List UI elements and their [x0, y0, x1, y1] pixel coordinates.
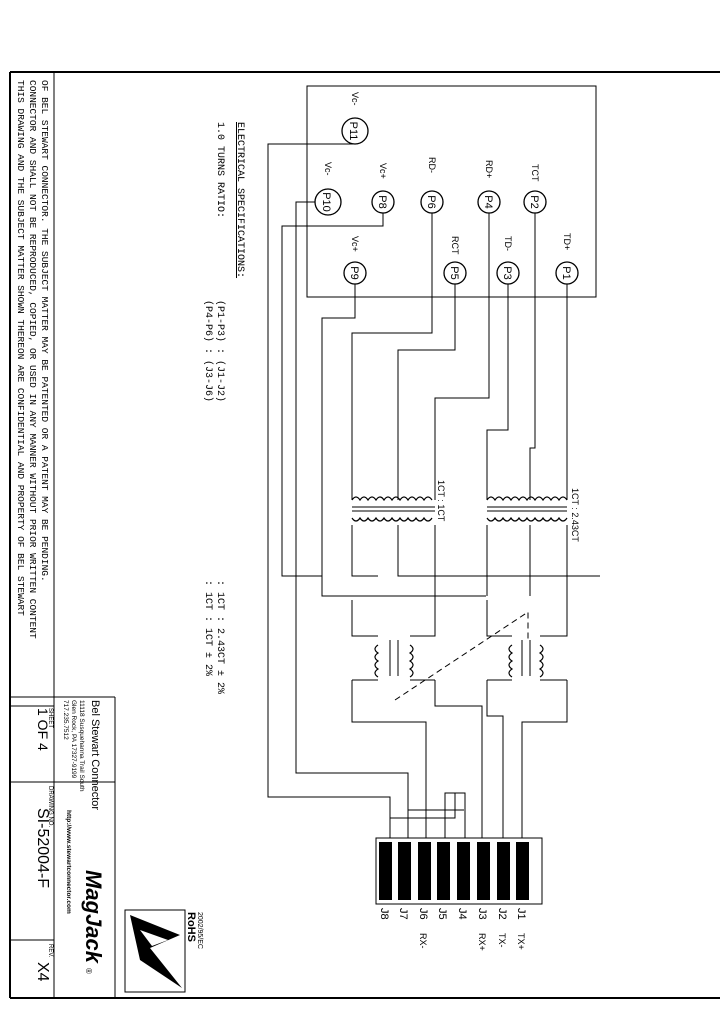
pin-p6: P6 RD-	[420, 157, 444, 214]
contact-j7	[398, 842, 411, 900]
pin-p2-id: P2	[528, 195, 540, 208]
sheet-value: 1 OF 4	[35, 708, 51, 751]
pin-p4-id: P4	[482, 195, 494, 208]
contact-j6	[418, 842, 431, 900]
contact-j5	[437, 842, 450, 900]
pin-p10: P10 Vc-	[314, 162, 342, 216]
contact-j4	[457, 842, 470, 900]
ratio1-value: : 1CT : 2.43CT ± 2%	[214, 580, 225, 694]
drawing-no-label: DRAWING NO.	[47, 786, 53, 827]
label-j4: J4	[456, 908, 468, 920]
rev-label: REV.	[47, 944, 53, 958]
contact-j1	[516, 842, 529, 900]
electrical-specifications: ELECTRICAL SPECIFICATIONS: 1.0 TURNS RAT…	[202, 122, 245, 694]
pin-p3-label: TD-	[503, 236, 513, 251]
pin-p9: P9 Vc+	[343, 236, 367, 285]
pin-p5-label: RCT	[450, 236, 460, 255]
label-j7: J7	[397, 908, 409, 920]
label-j6: J6	[417, 908, 429, 920]
contact-j8	[379, 842, 392, 900]
revision: X4	[34, 962, 51, 982]
signal-j1: TX+	[516, 933, 526, 950]
confidential-note: THIS DRAWING AND THE SUBJECT MATTER SHOW…	[15, 80, 50, 639]
contact-j3	[477, 842, 490, 900]
pin-p3-id: P3	[501, 266, 513, 279]
rohs-text: RoHS	[185, 912, 197, 942]
pin-p5: P5 RCT	[443, 236, 467, 285]
pin-p5-id: P5	[448, 266, 460, 279]
label-j8: J8	[378, 908, 390, 920]
signal-j3: RX+	[477, 933, 487, 951]
sheet-label: SHEET	[47, 708, 53, 728]
turns-ratio-label: 1.0 TURNS RATIO:	[214, 122, 225, 218]
pin-p11: P11 Vc-	[341, 92, 369, 145]
transformer-rx: 1CT : 1CT	[351, 480, 446, 522]
specs-heading: ELECTRICAL SPECIFICATIONS:	[234, 122, 245, 278]
pin-p1-id: P1	[560, 266, 572, 279]
pin-p11-label: Vc-	[350, 92, 360, 106]
note-line-1: THIS DRAWING AND THE SUBJECT MATTER SHOW…	[15, 80, 26, 616]
jack-contacts	[379, 842, 529, 900]
note-line-3: OF BEL STEWART CONNECTOR. THE SUBJECT MA…	[39, 80, 50, 582]
rj45-jack-body	[375, 837, 543, 905]
drawing-number: SI-52004-F	[34, 808, 51, 888]
label-j2: J2	[496, 908, 508, 920]
sheet-frame	[9, 71, 720, 999]
pin-p6-id: P6	[425, 195, 437, 208]
pin-p9-label: Vc+	[350, 236, 360, 252]
pin-p1: P1 TD+	[555, 233, 579, 285]
signal-j6: RX-	[418, 933, 428, 949]
choke-rx	[374, 640, 414, 678]
pin-p4: P4 RD+	[477, 160, 501, 214]
pin-p8: P8 Vc+	[371, 163, 395, 214]
pin-p2-label: TCT	[530, 164, 540, 182]
pin-p8-id: P8	[376, 195, 388, 208]
choke-tx	[508, 640, 544, 678]
label-j3: J3	[476, 908, 488, 920]
jack-contact-labels: J1 J2 J3 J4 J5 J6 J7 J8 TX+ TX- RX+ RX-	[378, 908, 527, 951]
pcb-pin-box	[306, 85, 597, 298]
phone-number: 717.235.7512	[62, 700, 69, 740]
address-line-2: Glen Rock, PA 17327-9199	[70, 700, 77, 779]
transformer-tx: 1CT : 2.43CT	[486, 488, 580, 542]
ratio2-pins: (P4-P6) : (J3-J6)	[202, 300, 214, 402]
contact-j2	[497, 842, 510, 900]
rohs-logo: RoHS 2002/95/EC	[124, 909, 203, 993]
ratio1-pins: (P1-P3) : (J1-J2)	[214, 300, 226, 402]
pin-p3: P3 TD-	[496, 236, 520, 285]
pin-p2: P2 TCT	[523, 164, 547, 214]
ratio2-value: : 1CT : 1CT ± 2%	[202, 580, 213, 676]
rohs-check-icon	[130, 915, 182, 988]
label-j5: J5	[436, 908, 448, 920]
signal-j2: TX-	[497, 933, 507, 948]
pin-p11-id: P11	[347, 122, 359, 141]
pin-p9-id: P9	[348, 266, 360, 279]
company-name: Bel Stewart Connector	[89, 700, 101, 810]
magjack-logo: MagJack	[81, 870, 106, 965]
label-j1: J1	[515, 908, 527, 920]
pin-p10-id: P10	[320, 192, 332, 212]
pin-p10-label: Vc-	[323, 162, 333, 176]
website-url: http://www.stewartconnector.com	[65, 810, 72, 914]
address-line-1: 11118 Susquehanna Trail South	[78, 700, 85, 792]
note-line-2: CONNECTOR AND SHALL NOT BE REPRODUCED, C…	[27, 80, 38, 639]
magjack-registered-mark: ®	[84, 968, 93, 974]
pin-p4-label: RD+	[484, 160, 494, 178]
rohs-code: 2002/95/EC	[196, 912, 203, 949]
pin-p1-label: TD+	[562, 233, 572, 250]
title-block: Bel Stewart Connector 11118 Susquehanna …	[10, 696, 116, 998]
tx-transformer-ratio: 1CT : 2.43CT	[570, 488, 580, 542]
rx-transformer-ratio: 1CT : 1CT	[436, 480, 446, 522]
wiring	[267, 143, 600, 838]
pin-p8-label: Vc+	[378, 163, 388, 179]
pin-p6-label: RD-	[427, 157, 437, 173]
